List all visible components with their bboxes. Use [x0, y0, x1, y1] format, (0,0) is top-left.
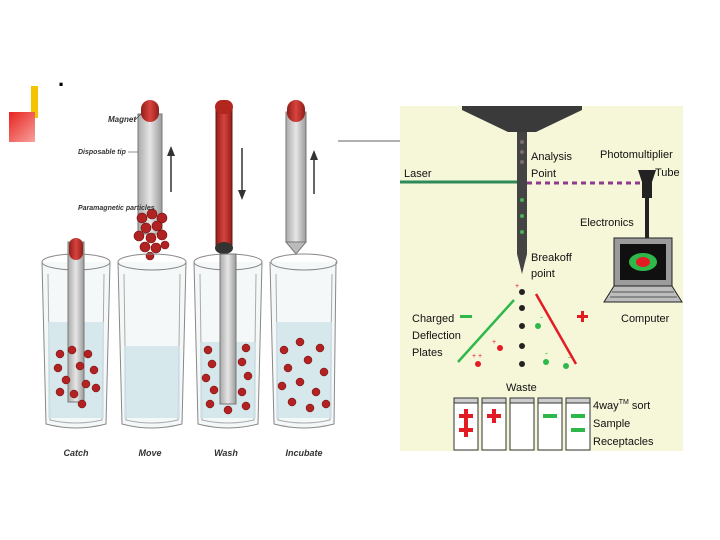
tip-label: Disposable tip: [78, 149, 127, 156]
stream-cells: [520, 198, 524, 234]
svg-text:-: -: [568, 352, 571, 362]
svg-text:-: -: [545, 348, 548, 358]
analysis-point-label-2: Point: [531, 168, 556, 180]
nozzle: [462, 106, 582, 132]
magnetic-labels: Magnet Disposable tip Paramagnetic parti…: [78, 113, 155, 212]
breakoff-label-1: Breakoff: [531, 252, 573, 264]
magnetic-separation-diagram: Magnet Disposable tip Paramagnetic parti…: [41, 100, 338, 458]
receptacle-1: [453, 397, 479, 451]
photomultiplier-label: Photomultiplier: [600, 149, 673, 161]
step-label-incubate: Incubate: [285, 448, 322, 458]
analysis-point-label-1: Analysis: [531, 151, 572, 163]
accent-red-square: [9, 112, 35, 142]
plates-label-3: Plates: [412, 347, 443, 359]
plate-negative: [457, 299, 515, 363]
particles-label: Paramagnetic particles: [78, 205, 155, 212]
plus-symbol-plate: [577, 311, 588, 322]
flow-stream: [517, 132, 527, 254]
receptacle-3: [509, 397, 535, 451]
move-tip-upper: [133, 100, 175, 261]
receptacle-4: [537, 397, 563, 451]
flow-cytometer-diagram: Laser Analysis Point Photomultiplier Tub…: [400, 106, 683, 451]
svg-text:+: +: [492, 339, 496, 346]
sort-brand: 4way: [593, 400, 619, 412]
magnet-label: Magnet: [108, 115, 136, 124]
step-label-catch: Catch: [63, 448, 89, 458]
receptacle-5: [565, 397, 591, 451]
breakoff-label-2: point: [531, 268, 555, 280]
svg-text:-: -: [540, 312, 543, 322]
plus-icon-vertical: [464, 409, 468, 423]
step-label-wash: Wash: [214, 448, 238, 458]
minus-icon: [571, 428, 585, 432]
waste-label: Waste: [506, 382, 537, 394]
connector-line: [338, 140, 402, 142]
plate-positive: [534, 293, 578, 365]
particle-cluster: [133, 208, 170, 261]
photomultiplier-tube-icon: [638, 170, 656, 244]
stream-droplets-top: [520, 140, 524, 164]
wash-magnet-upper: [215, 100, 246, 254]
plates-label-2: Deflection: [412, 330, 461, 342]
sort-label-2: Sample: [593, 418, 630, 430]
accent-yellow-bar: [31, 86, 38, 118]
plates-label-1: Charged: [412, 313, 454, 325]
svg-text:+ +: + +: [472, 353, 482, 360]
tube-wash: [193, 253, 263, 429]
tube-move: [117, 253, 187, 429]
breakoff-tip: [517, 254, 527, 274]
tube-incubate: [269, 253, 338, 429]
minus-symbol-plate: [460, 315, 472, 318]
plus-icon-vertical: [492, 409, 496, 423]
sort-tm: TM: [619, 399, 629, 406]
svg-text:+: +: [515, 283, 519, 290]
tube-catch: [41, 238, 111, 429]
plus-icon-vertical: [464, 423, 468, 437]
computer-label: Computer: [621, 313, 670, 325]
sort-label-3: Receptacles: [593, 436, 654, 448]
minus-icon: [543, 414, 557, 418]
tube-label: Tube: [655, 167, 680, 179]
minus-icon: [571, 414, 585, 418]
sample-receptacles: [453, 397, 591, 451]
step-label-move: Move: [138, 448, 161, 458]
computer-icon: [603, 237, 683, 303]
bullet-dot: .: [58, 66, 65, 91]
falling-droplets: + - + + + - -: [472, 283, 571, 369]
sort-word: sort: [629, 400, 650, 412]
laser-label: Laser: [404, 168, 432, 180]
electronics-label: Electronics: [580, 217, 634, 229]
sort-label-1: 4wayTM sort: [593, 399, 650, 412]
receptacle-2: [481, 397, 507, 451]
incubate-tip-upper: [284, 100, 318, 255]
